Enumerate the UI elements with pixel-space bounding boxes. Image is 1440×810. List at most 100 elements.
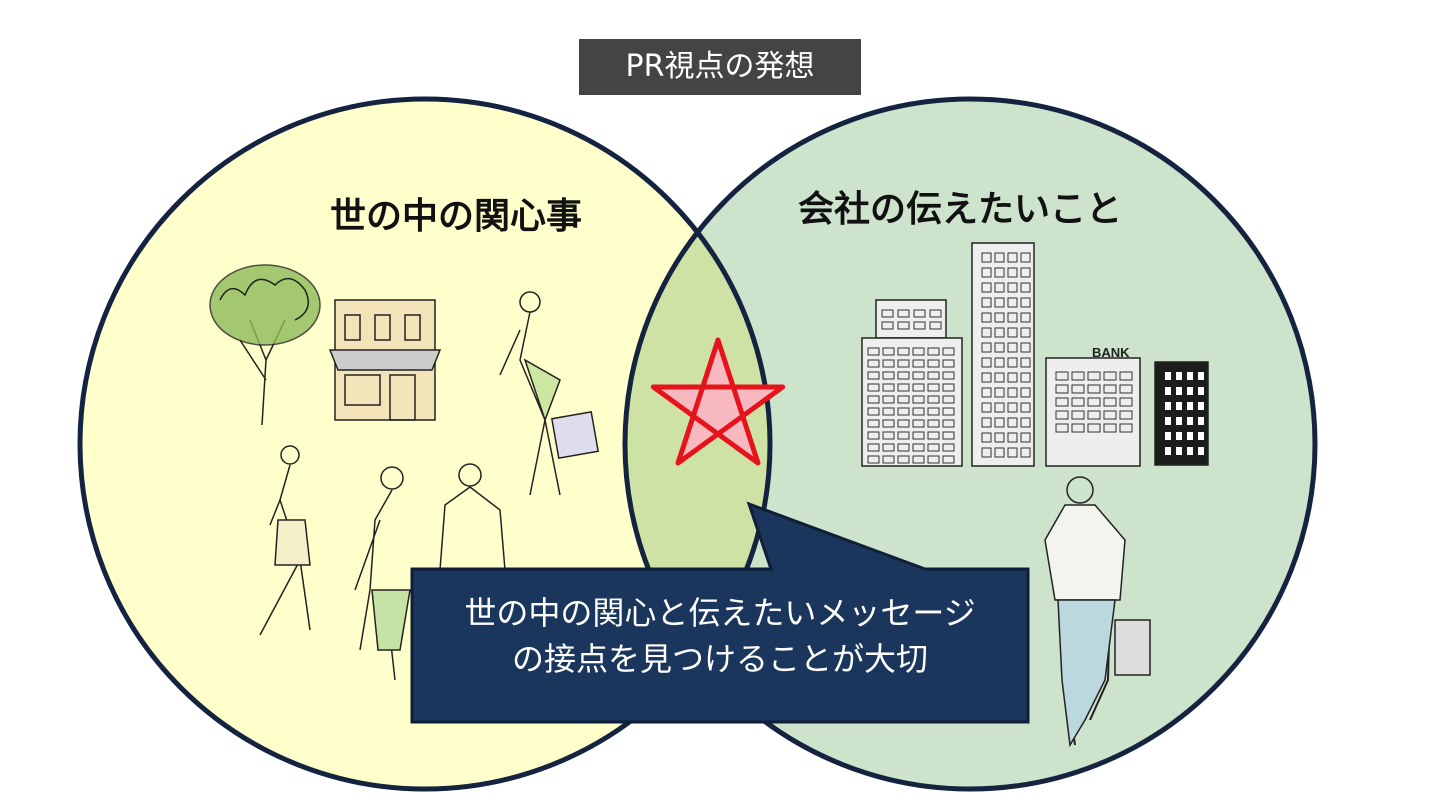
window <box>994 417 1005 428</box>
window <box>1198 432 1204 440</box>
window <box>882 359 895 368</box>
window <box>1007 252 1018 263</box>
window <box>1165 387 1171 395</box>
window <box>897 431 910 440</box>
window <box>1055 423 1069 433</box>
window <box>981 402 992 413</box>
window <box>913 309 926 318</box>
window <box>1087 371 1101 381</box>
window <box>1020 297 1031 308</box>
window <box>1165 417 1171 425</box>
window <box>1103 410 1117 420</box>
window <box>912 395 925 404</box>
window <box>897 321 910 330</box>
window <box>1165 447 1171 455</box>
window <box>1165 372 1171 380</box>
window <box>981 342 992 353</box>
window <box>1007 417 1018 428</box>
window <box>1007 282 1018 293</box>
window <box>912 431 925 440</box>
window <box>981 447 992 458</box>
window <box>881 321 894 330</box>
window <box>1103 384 1117 394</box>
window <box>927 395 940 404</box>
window <box>942 347 955 356</box>
window <box>882 455 895 464</box>
window <box>1187 417 1193 425</box>
window <box>1187 372 1193 380</box>
window <box>912 371 925 380</box>
window <box>1007 357 1018 368</box>
window <box>994 327 1005 338</box>
window <box>994 447 1005 458</box>
window <box>912 359 925 368</box>
window <box>994 357 1005 368</box>
window <box>1119 410 1133 420</box>
window <box>942 395 955 404</box>
window <box>882 431 895 440</box>
window <box>912 443 925 452</box>
window <box>927 371 940 380</box>
window <box>867 383 880 392</box>
window <box>942 371 955 380</box>
window <box>981 312 992 323</box>
window <box>1176 432 1182 440</box>
window <box>1071 384 1085 394</box>
window <box>1020 282 1031 293</box>
window <box>867 455 880 464</box>
callout-line-1: 世の中の関心と伝えたいメッセージ <box>464 594 976 632</box>
window <box>927 443 940 452</box>
window <box>1007 342 1018 353</box>
window <box>1187 447 1193 455</box>
window <box>1007 267 1018 278</box>
window <box>897 309 910 318</box>
window <box>981 267 992 278</box>
window <box>981 387 992 398</box>
window <box>1020 387 1031 398</box>
window <box>1176 372 1182 380</box>
window <box>981 432 992 443</box>
window <box>1071 423 1085 433</box>
window <box>1119 423 1133 433</box>
window <box>929 309 942 318</box>
window <box>1119 371 1133 381</box>
window <box>1007 327 1018 338</box>
window <box>1055 384 1069 394</box>
callout-line-2: の接点を見つけることが大切 <box>511 640 928 678</box>
window <box>1071 397 1085 407</box>
window <box>1187 432 1193 440</box>
window <box>981 297 992 308</box>
window <box>897 371 910 380</box>
window <box>1165 402 1171 410</box>
window <box>1176 417 1182 425</box>
window <box>1071 410 1085 420</box>
window <box>994 252 1005 263</box>
window <box>867 407 880 416</box>
window <box>1020 252 1031 263</box>
window <box>1071 371 1085 381</box>
window <box>942 419 955 428</box>
window <box>942 383 955 392</box>
window <box>1020 267 1031 278</box>
right-circle-label: 会社の伝えたいこと <box>798 189 1123 230</box>
window <box>912 383 925 392</box>
window <box>1055 397 1069 407</box>
businessman-illustration <box>1044 476 1151 748</box>
window <box>1198 372 1204 380</box>
window <box>994 387 1005 398</box>
window <box>929 321 942 330</box>
window <box>1119 397 1133 407</box>
window <box>927 419 940 428</box>
window <box>1020 417 1031 428</box>
window <box>867 347 880 356</box>
diagram-title: PR視点の発想 <box>579 39 861 95</box>
window <box>1103 371 1117 381</box>
window <box>1007 387 1018 398</box>
window <box>912 347 925 356</box>
window <box>1020 357 1031 368</box>
window <box>981 252 992 263</box>
star-icon <box>650 337 786 466</box>
window <box>1007 402 1018 413</box>
window <box>981 372 992 383</box>
